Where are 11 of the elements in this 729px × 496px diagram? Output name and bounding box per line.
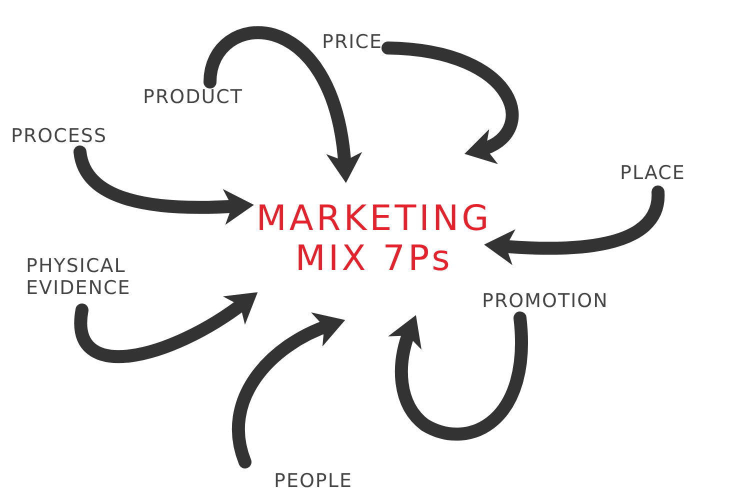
arrow-label: PHYSICAL EVIDENCE [26, 255, 156, 299]
arrow-label: PEOPLE [274, 470, 352, 492]
center-title: MARKETING MIX 7Ps [240, 195, 508, 284]
arrow-label: PROMOTION [482, 290, 608, 312]
arrow-label: PRODUCT [143, 86, 244, 108]
arrow-label: PRICE [322, 31, 383, 53]
arrow-label: PLACE [620, 162, 686, 184]
curved-arrow [382, 42, 519, 162]
curved-arrow [388, 312, 528, 441]
arrow-label: PROCESS [11, 125, 108, 147]
curved-arrow [232, 313, 345, 468]
